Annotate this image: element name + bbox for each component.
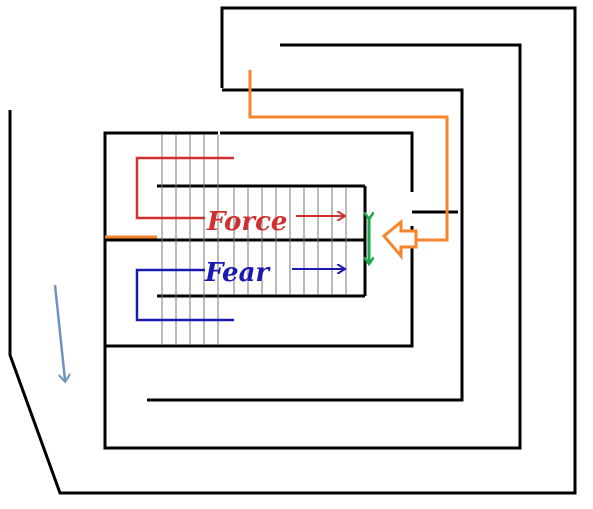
orange-path xyxy=(248,70,449,242)
orange-hollow-arrow-icon xyxy=(381,218,418,261)
force-label: Force xyxy=(206,207,287,237)
outer-wall xyxy=(8,6,577,495)
down-arrow-icon xyxy=(53,284,65,380)
force-bracket xyxy=(135,156,234,220)
fear-label: Fear xyxy=(204,258,271,288)
fear-bracket xyxy=(135,268,234,322)
dashed-threshold xyxy=(105,235,157,242)
spiral-walls xyxy=(103,43,522,450)
stair-lines xyxy=(161,135,347,345)
